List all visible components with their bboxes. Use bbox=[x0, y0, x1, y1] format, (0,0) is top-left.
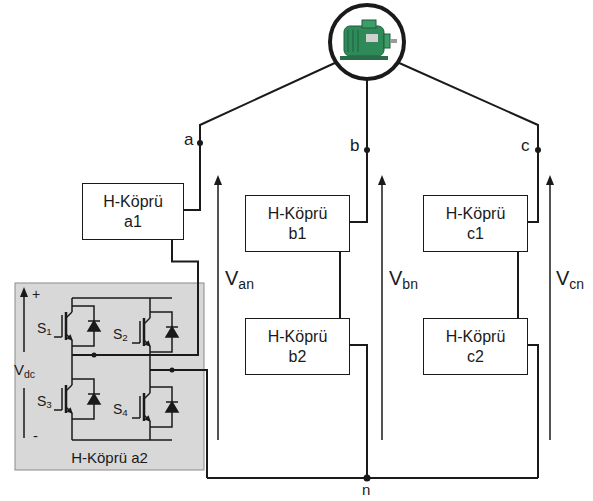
box-title: H-Köprü c2 bbox=[440, 327, 512, 365]
box-title: H-Köprü b1 bbox=[262, 204, 334, 242]
polarity-sign: + bbox=[32, 287, 40, 301]
node-letter: b bbox=[350, 137, 359, 154]
series-wire bbox=[517, 252, 519, 318]
box-title: H-Köprü a1 bbox=[97, 192, 169, 230]
switch-label: S2 bbox=[113, 327, 128, 343]
node-letter: c bbox=[521, 137, 530, 154]
box-title: H-Köprü b2 bbox=[262, 327, 334, 365]
voltage-arrows bbox=[24, 180, 550, 440]
motor-symbol bbox=[330, 5, 404, 79]
node-letter: a bbox=[184, 131, 193, 148]
box-title: H-Köprü a2 bbox=[71, 449, 148, 470]
voltage-label: Vbn bbox=[389, 268, 418, 291]
h-bridge-box: H-Köprü c2 bbox=[423, 318, 528, 375]
h-bridge-box: H-Köprü a1 bbox=[82, 183, 184, 240]
voltage-label: Vdc bbox=[14, 362, 35, 379]
box-title: H-Köprü c1 bbox=[440, 204, 512, 242]
h-bridge-box: H-Köprü c1 bbox=[423, 195, 528, 252]
series-wire bbox=[172, 240, 198, 283]
phase-wires bbox=[72, 62, 538, 478]
voltage-label: Van bbox=[225, 268, 254, 291]
switch-label: S4 bbox=[113, 402, 128, 418]
h-bridge-switches bbox=[54, 298, 178, 440]
voltage-label: Vcn bbox=[556, 268, 584, 291]
h-bridge-box: H-Köprü b1 bbox=[245, 195, 350, 252]
node-letter: n bbox=[362, 482, 370, 497]
h-bridge-panel: H-Köprü a2 bbox=[15, 283, 204, 470]
polarity-sign: - bbox=[33, 428, 38, 443]
switch-label: S3 bbox=[37, 394, 52, 410]
bridge-panel bbox=[15, 283, 204, 470]
h-bridge-box: H-Köprü b2 bbox=[245, 318, 350, 375]
series-wire bbox=[339, 252, 341, 318]
switch-label: S1 bbox=[37, 321, 52, 337]
